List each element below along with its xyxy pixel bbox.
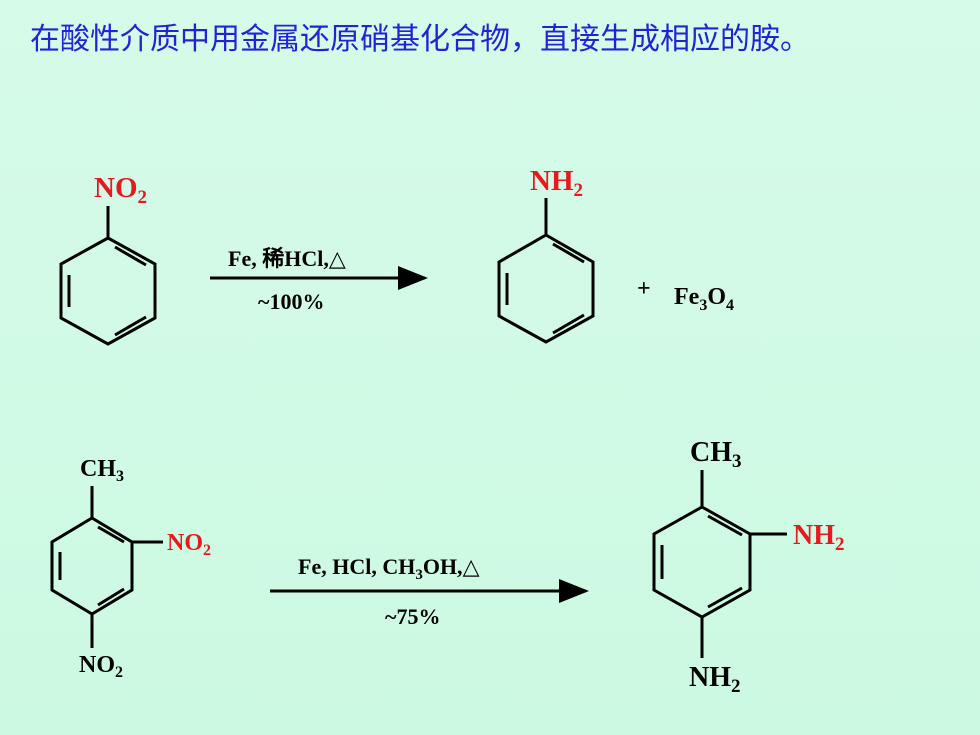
plus-sign: + — [637, 276, 651, 302]
product-para-amino-label: NH2 — [689, 662, 741, 697]
reaction1-yield: ~100% — [258, 289, 324, 314]
para-nitro-label: NO2 — [79, 652, 123, 681]
delta-symbol: △ — [329, 246, 346, 271]
reaction2-yield: ~75% — [385, 604, 440, 629]
reaction2-conditions-top: Fe, HCl, CH3OH,△ — [298, 554, 480, 583]
nitro-group-label: NO2 — [94, 172, 147, 208]
reaction1-conditions-top: Fe, 稀HCl,△ — [228, 246, 346, 271]
byproduct-fe3o4: Fe3O4 — [674, 284, 734, 314]
amino-group-label: NH2 — [530, 165, 583, 201]
product-ortho-amino-label: NH2 — [793, 520, 845, 555]
diaminotoluene-ring — [652, 470, 787, 658]
nitrobenzene-ring — [59, 206, 157, 346]
slide-heading: 在酸性介质中用金属还原硝基化合物，直接生成相应的胺。 — [30, 22, 810, 57]
dinitrotoluene-ring — [50, 486, 163, 648]
aniline-ring — [497, 198, 595, 344]
ortho-nitro-label: NO2 — [167, 530, 211, 559]
methyl-group-label: CH3 — [80, 456, 124, 485]
product-methyl-label: CH3 — [690, 437, 742, 472]
delta-symbol: △ — [463, 554, 480, 579]
